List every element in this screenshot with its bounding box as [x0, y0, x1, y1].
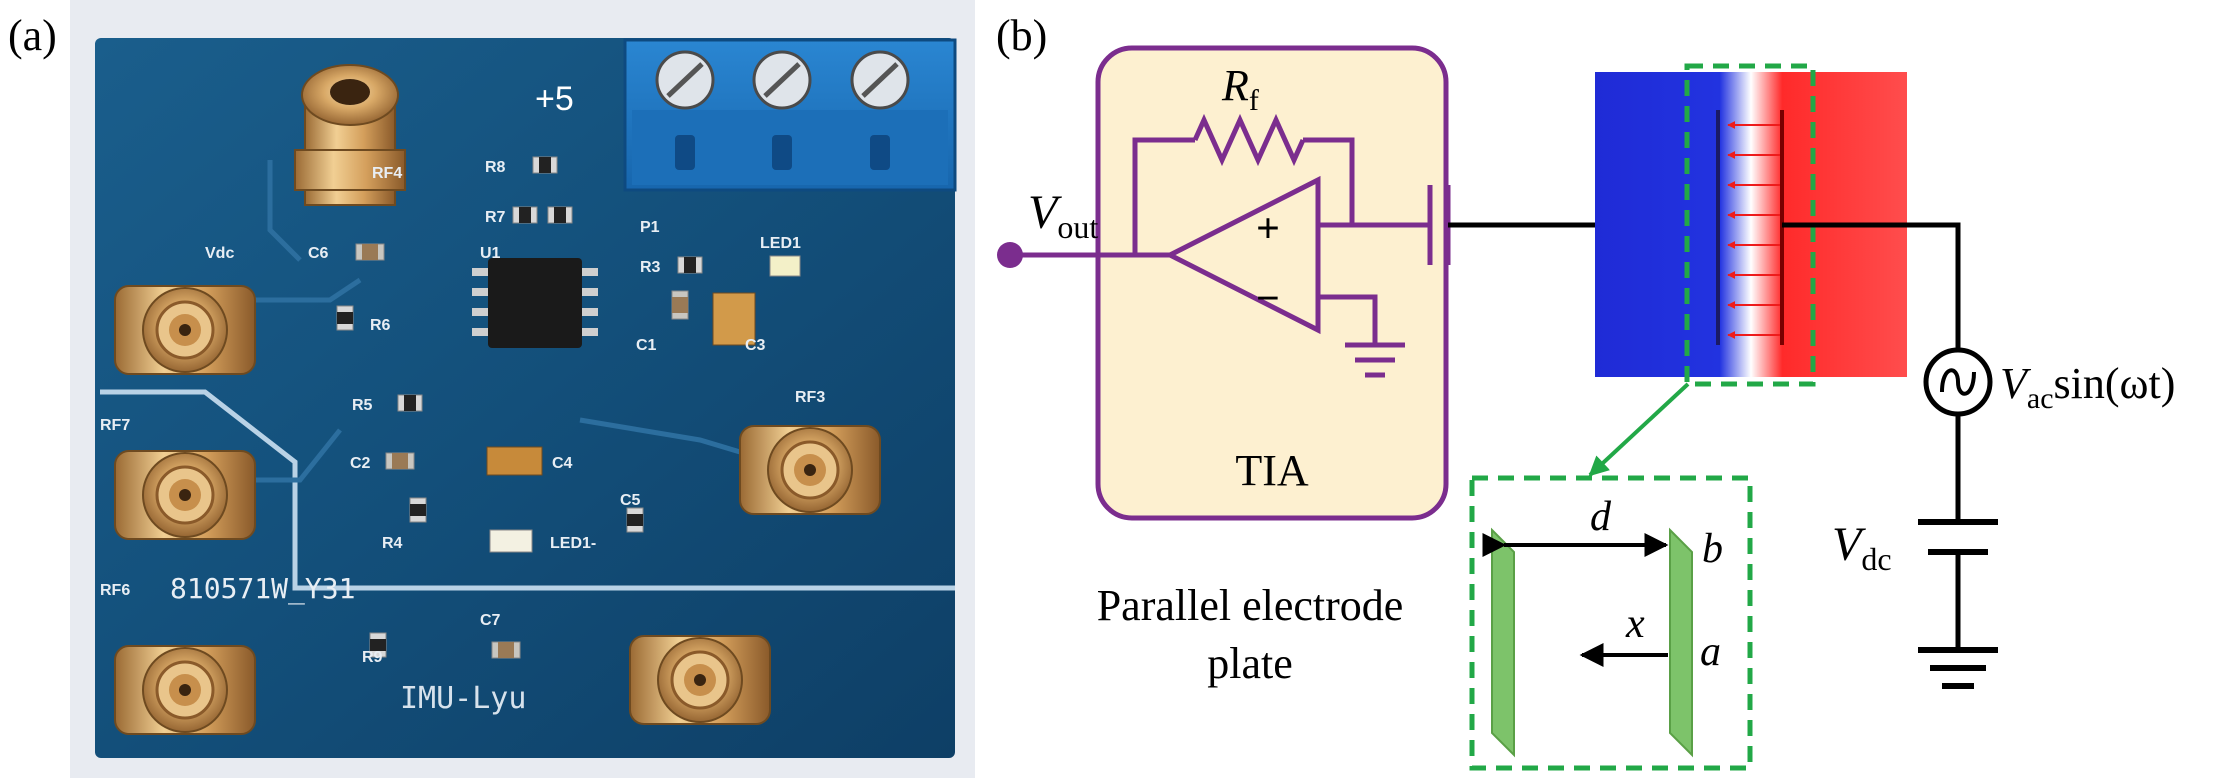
sma-connector-rf4: [294, 64, 406, 206]
silk-r4: R4: [382, 535, 403, 552]
sma-connector-vdc: [113, 284, 257, 376]
silk-rf7: RF7: [100, 417, 130, 434]
silk-c1: C1: [636, 337, 657, 354]
silk-led1-minus: LED1-: [550, 535, 596, 552]
silk-power-label: +5: [535, 80, 574, 118]
op-amp: + −: [1090, 175, 1430, 345]
tia-label: TIA: [1235, 446, 1309, 495]
feedback-resistor: [1132, 113, 1355, 255]
dc-source-icon: [1918, 519, 1998, 555]
silk-brand-label: IMU-Lyu: [400, 681, 526, 716]
vac-label: Vacsin(ωt): [2000, 359, 2175, 415]
circuit-schematic: TIA Rf + − Vout: [997, 45, 2175, 771]
silk-c4: C4: [552, 455, 573, 472]
field-arrows: [1727, 121, 1780, 339]
vout-label: Vout: [1028, 186, 1098, 245]
plate-right: [1669, 527, 1693, 758]
silk-c3: C3: [745, 337, 766, 354]
pcb-board: [95, 38, 955, 758]
inset-pointer-arrow: [1588, 382, 1690, 477]
silkscreen-line: [100, 389, 955, 591]
rf-label: Rf: [1221, 61, 1259, 117]
sma-connector-rf6: [113, 644, 257, 736]
silk-r3: R3: [640, 259, 661, 276]
circuit-ground-icon: [1918, 647, 1998, 689]
panel-b-label: (b): [996, 11, 1048, 60]
inset-x-label: x: [1625, 601, 1645, 647]
pcb-photo: RF4 Vdc RF7 RF6 RF3 R8 R7 C6 U1 R6 R5 C2…: [70, 0, 975, 778]
plate-left: [1491, 527, 1515, 758]
sma-connector-rf3: [738, 424, 882, 516]
silk-r8: R8: [485, 159, 506, 176]
inset-b-label: b: [1702, 526, 1723, 572]
silk-r7: R7: [485, 209, 506, 226]
opamp-plus: +: [1256, 206, 1280, 252]
silk-c7: C7: [480, 612, 501, 629]
source-wire: [1782, 222, 1961, 350]
inset-caption-line1: Parallel electrode: [1097, 581, 1404, 630]
pcb-photo-panel: (a): [0, 0, 980, 778]
silk-part-number: 810571W_Y31: [170, 572, 355, 606]
silk-c2: C2: [350, 455, 371, 472]
silk-r6: R6: [370, 317, 391, 334]
inset-box: [1469, 475, 1753, 771]
circuit-panel: (b) TIA: [990, 0, 2230, 778]
inset-caption-line2: plate: [1207, 639, 1293, 688]
silk-c6: C6: [308, 245, 329, 262]
silk-rf6: RF6: [100, 582, 130, 599]
tia-ground-icon: [1345, 342, 1405, 378]
silk-rf3: RF3: [795, 389, 825, 406]
silk-u1: U1: [480, 245, 501, 262]
inset-a-label: a: [1700, 629, 1721, 675]
tia-box: [1095, 45, 1449, 521]
panel-a-label: (a): [8, 11, 57, 60]
inset-d-label: d: [1590, 494, 1612, 540]
electrode-highlight-box: [1684, 63, 1816, 387]
silk-vdc: Vdc: [205, 245, 234, 262]
silk-r5: R5: [352, 397, 373, 414]
vdc-label: Vdc: [1832, 518, 1892, 577]
silk-r9: R9: [362, 649, 383, 666]
silk-p1: P1: [640, 219, 660, 236]
silk-led1: LED1: [760, 235, 801, 252]
silk-rf4: RF4: [372, 165, 402, 182]
sma-connector-bottom: [628, 634, 772, 726]
ic-chip-u1: [472, 258, 598, 348]
terminal-block: [623, 38, 957, 192]
opamp-minus: −: [1256, 276, 1280, 322]
sma-connector-rf7: [113, 449, 257, 541]
silk-c5: C5: [620, 492, 641, 509]
vout-terminal-icon: [997, 242, 1023, 268]
